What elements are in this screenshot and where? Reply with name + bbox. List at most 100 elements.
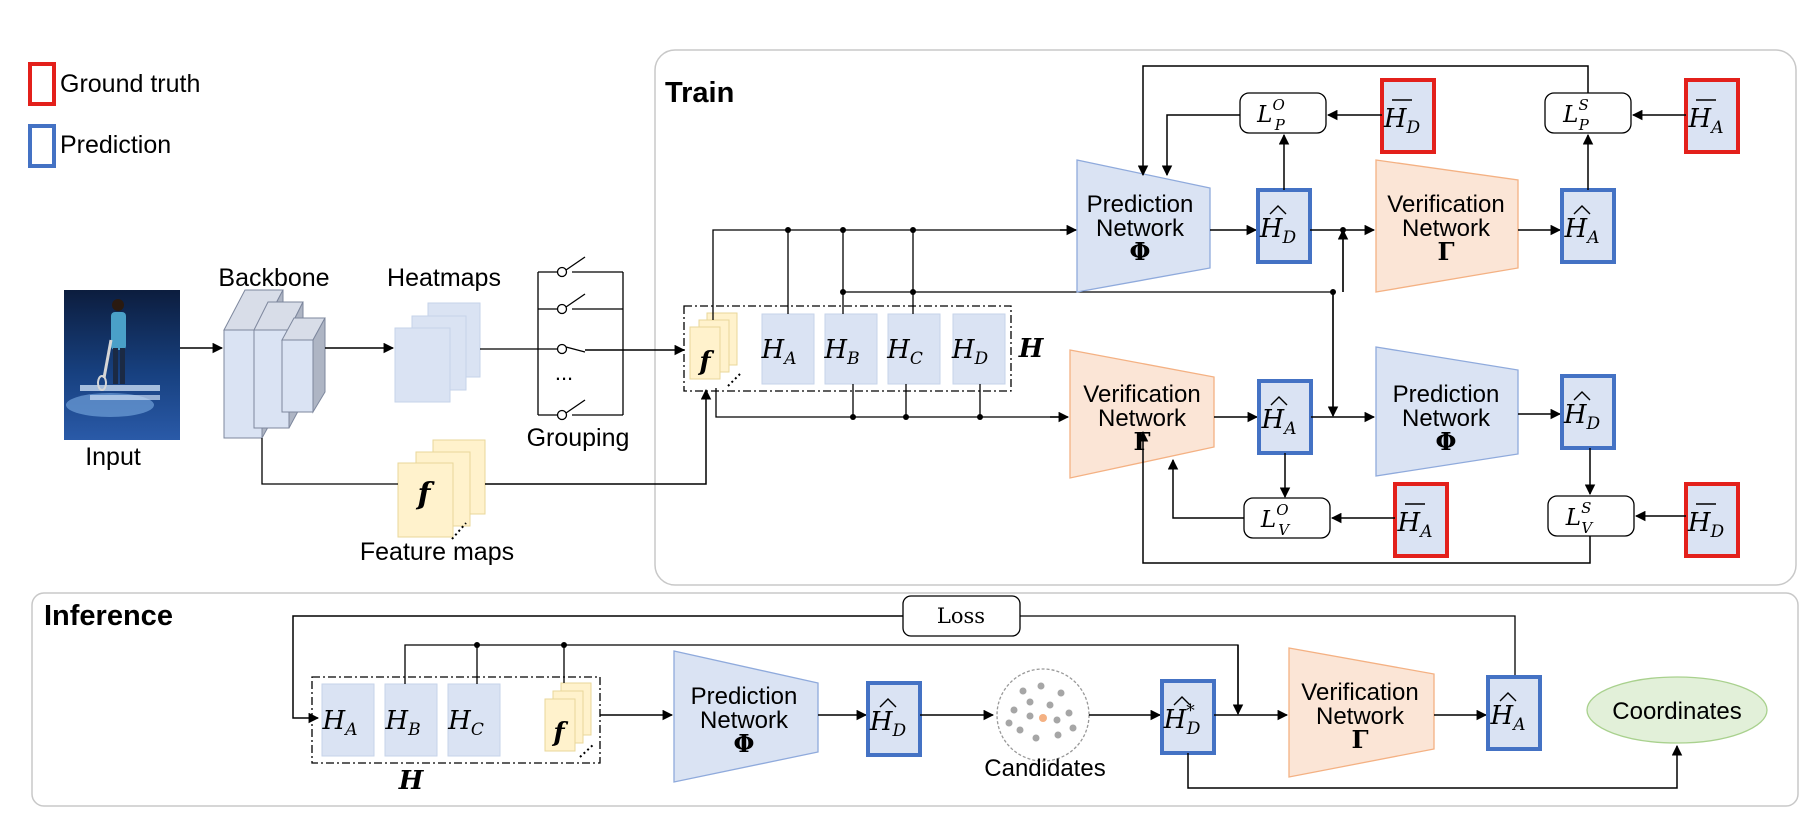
grouping-ellipsis: ... — [555, 360, 573, 385]
train-H-label: H — [1018, 334, 1045, 364]
train-verification-network-top: Verification Network Γ — [1375, 159, 1519, 293]
svg-text:Φ: Φ — [1436, 427, 1457, 456]
svg-text:HA: HA — [1564, 214, 1600, 248]
input-label: Input — [85, 443, 141, 471]
svg-text:HA: HA — [1261, 405, 1297, 439]
train-title: Train — [665, 77, 734, 109]
svg-text:Φ: Φ — [1130, 237, 1151, 266]
svg-text:LSV: LSV — [1565, 499, 1595, 537]
svg-text:LSP: LSP — [1562, 96, 1590, 134]
feature-maps-stack — [397, 439, 486, 540]
train-heatmap-H-A: HA — [761, 313, 815, 385]
train-gt-bar-HD-bottom: HD — [1684, 482, 1740, 558]
svg-text:Network: Network — [1098, 405, 1187, 432]
svg-text:Prediction: Prediction — [691, 683, 798, 710]
grouping-label: Grouping — [527, 424, 630, 452]
heatmaps-stack — [394, 302, 481, 403]
train-H-group — [683, 305, 1012, 392]
svg-text:HC: HC — [447, 706, 484, 740]
train-verification-network-bottom: Verification Network Γ — [1069, 349, 1215, 479]
backbone-label: Backbone — [218, 264, 329, 292]
inference-upper-connectors — [404, 644, 1239, 710]
train-f-symbol: f — [697, 347, 714, 377]
train-pred-hat-HA-top: HA — [1560, 188, 1616, 264]
junction-cross-top — [1340, 227, 1346, 233]
svg-text:Network: Network — [1316, 703, 1405, 730]
inference-heatmap-H-C: HC — [447, 683, 501, 757]
candidates-circle — [996, 668, 1090, 762]
svg-text:Loss: Loss — [937, 604, 985, 628]
inference-title: Inference — [44, 600, 173, 632]
train-prediction-network-top: Prediction Network Φ — [1076, 159, 1211, 293]
inference-panel — [31, 592, 1799, 807]
svg-text:H*D: H*D — [1163, 701, 1201, 739]
svg-text:HA: HA — [322, 706, 358, 740]
train-gt-bar-HD-top: HD — [1380, 78, 1436, 154]
train-pred-hat-HA-bottom: HA — [1257, 379, 1313, 455]
connector-loss-left — [292, 615, 903, 724]
svg-text:HA: HA — [1397, 508, 1433, 542]
train-gt-bar-HA-bottom: HA — [1393, 482, 1449, 558]
inference-pred-hat-HD: HD — [866, 681, 922, 757]
svg-text:HB: HB — [384, 706, 420, 740]
svg-text:HA: HA — [1490, 701, 1526, 735]
svg-text:LOP: LOP — [1256, 96, 1286, 134]
inference-H-label: H — [398, 766, 425, 796]
legend-prediction-swatch — [28, 124, 56, 168]
connector-backbone-to-features — [261, 438, 398, 485]
svg-text:HD: HD — [1383, 104, 1421, 138]
train-upper-junctions — [785, 227, 1336, 295]
svg-text:Verification: Verification — [1387, 191, 1504, 218]
svg-text:HB: HB — [823, 335, 859, 369]
inference-upper-junctions — [474, 642, 567, 648]
train-heatmap-H-C: HC — [886, 313, 941, 385]
inference-pred-hat-HA: HA — [1486, 675, 1542, 751]
svg-text:Coordinates: Coordinates — [1612, 698, 1741, 725]
legend: Ground truth Prediction — [28, 62, 200, 168]
backbone-block — [223, 289, 326, 439]
arrow-starHD-to-coordinates — [1187, 744, 1683, 789]
svg-text:HD: HD — [1687, 508, 1725, 542]
svg-text:Prediction: Prediction — [1393, 381, 1500, 408]
svg-text:Network: Network — [1402, 405, 1491, 432]
svg-text:Network: Network — [1096, 215, 1185, 242]
svg-text:Γ: Γ — [1351, 725, 1368, 754]
svg-text:Network: Network — [1402, 215, 1491, 242]
svg-text:HD: HD — [869, 707, 907, 741]
svg-text:HA: HA — [1688, 104, 1724, 138]
candidates-label: Candidates — [984, 755, 1105, 782]
inference-verification-network: Verification Network Γ — [1288, 647, 1435, 778]
svg-text:HC: HC — [886, 335, 923, 369]
svg-text:Prediction: Prediction — [1087, 191, 1194, 218]
train-pred-hat-HD-bottom: HD — [1560, 374, 1616, 450]
arrow-LPS-to-pred-net — [1137, 65, 1589, 177]
train-lower-junctions — [850, 414, 983, 420]
svg-text:Verification: Verification — [1301, 679, 1418, 706]
svg-text:HD: HD — [951, 335, 989, 369]
legend-ground-truth-swatch — [28, 62, 56, 106]
arrow-LVO-to-verif-net — [1167, 458, 1244, 519]
train-f-stack — [689, 312, 741, 387]
svg-text:Verification: Verification — [1083, 381, 1200, 408]
svg-text:Network: Network — [700, 707, 789, 734]
input-image — [64, 290, 180, 440]
svg-text:HD: HD — [1259, 214, 1297, 248]
train-pred-hat-HD-top: HD — [1256, 188, 1312, 264]
inference-prediction-network: Prediction Network Φ — [673, 650, 819, 783]
train-heatmap-H-D: HD — [951, 313, 1006, 385]
inference-f-symbol: f — [551, 718, 568, 748]
inference-H-group — [311, 676, 601, 764]
train-heatmap-H-B: HB — [823, 313, 878, 385]
arrow-features-to-train — [485, 388, 712, 485]
inference-pred-star-HD: H*D — [1160, 679, 1216, 755]
feature-maps-label: Feature maps — [360, 538, 514, 566]
inference-heatmap-H-A: HA — [321, 683, 375, 757]
train-lower-connectors — [715, 384, 1067, 418]
inference-f-stack — [544, 682, 595, 758]
legend-prediction-label: Prediction — [60, 131, 171, 159]
